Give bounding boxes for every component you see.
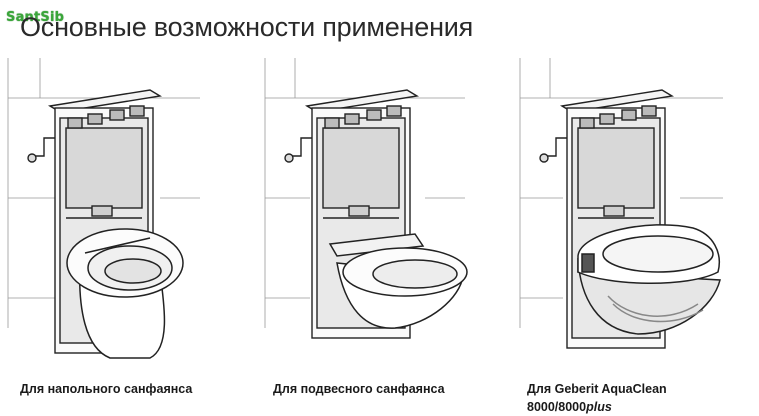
caption-aquaclean: Для Geberit AquaClean 8000/8000plus: [527, 380, 667, 416]
shower-toilet: [577, 224, 721, 335]
caption-model: 8000/8000: [527, 400, 587, 414]
watermark-logo: SantSib: [6, 10, 65, 25]
illustration-wall-hung: [255, 58, 495, 378]
water-pipe: [284, 137, 312, 163]
caption-model-suffix: plus: [586, 400, 612, 414]
page-title: Основные возможности применения: [20, 12, 474, 42]
caption-wall-hung: Для подвесного санфаянса: [273, 380, 445, 398]
wall-hung-toilet: [328, 233, 468, 329]
floor-toilet: [66, 228, 184, 359]
water-pipe: [539, 137, 567, 163]
caption-line1: Для Geberit AquaClean: [527, 382, 667, 396]
caption-line2: 8000/8000plus: [527, 398, 667, 416]
caption-line1: Для подвесного санфаянса: [273, 382, 445, 396]
water-pipe: [27, 137, 55, 163]
caption-floor-standing: Для напольного санфаянса: [20, 380, 192, 398]
caption-line1: Для напольного санфаянса: [20, 382, 193, 396]
illustration-floor-standing: [0, 58, 240, 378]
illustration-aquaclean: [508, 58, 748, 378]
